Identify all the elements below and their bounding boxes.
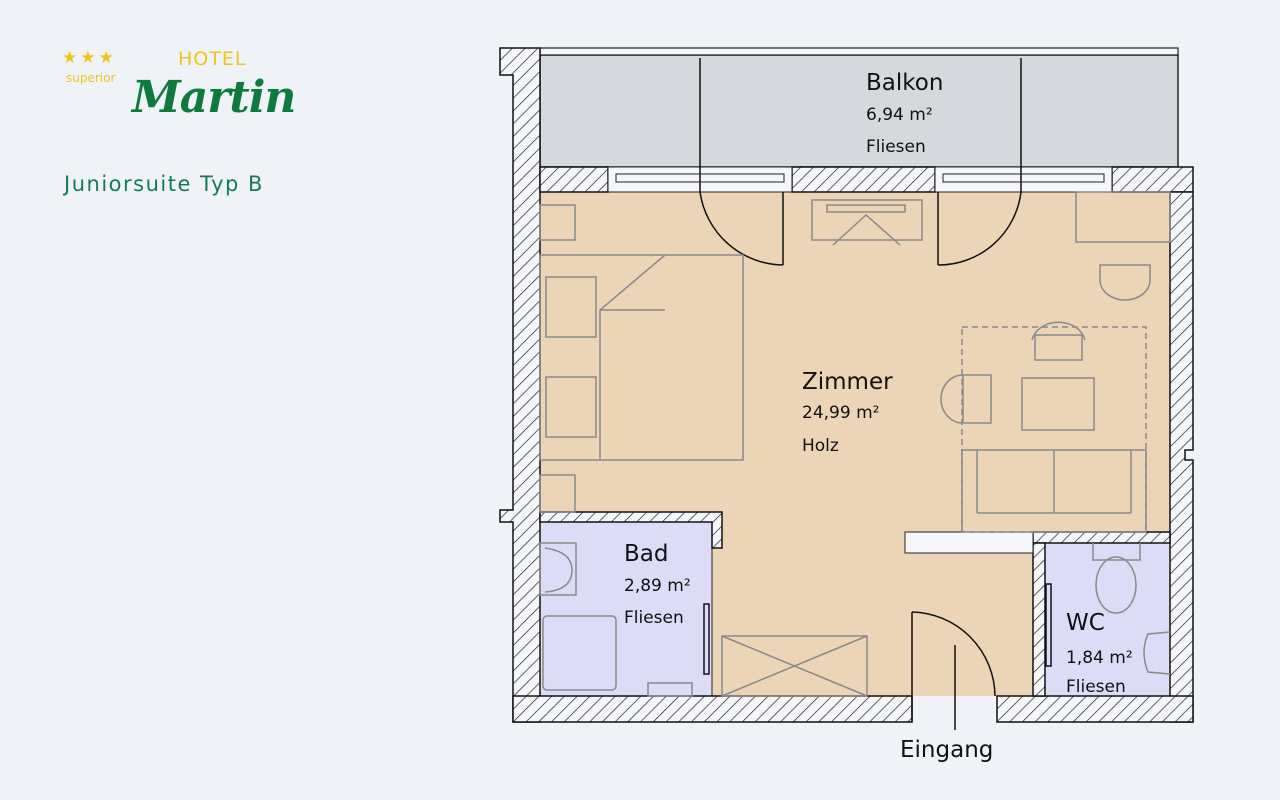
walls: [499, 47, 1194, 723]
zimmer-area: 24,99 m²: [802, 403, 879, 423]
balkon-area: 6,94 m²: [866, 105, 933, 125]
wc-name: WC: [1066, 610, 1105, 636]
balcony-floor: [539, 54, 1179, 168]
wc-floor: [1044, 542, 1171, 697]
logo-superior: superior: [66, 71, 116, 85]
doors: [699, 58, 1052, 730]
bad-area: 2,89 m²: [624, 576, 691, 596]
page-title: Juniorsuite Typ B: [64, 172, 264, 196]
logo-stars: ★★★: [62, 48, 117, 68]
wc-floor: Fliesen: [1066, 677, 1126, 697]
logo-hotel: HOTEL: [178, 48, 247, 70]
wc-area: 1,84 m²: [1066, 648, 1133, 668]
balkon-floor: Fliesen: [866, 137, 926, 157]
hotel-logo[interactable]: ★★★ superior HOTEL Martin: [60, 50, 300, 125]
bath-floor: [539, 521, 713, 697]
entrance-label: Eingang: [900, 737, 993, 763]
bad-name: Bad: [624, 541, 668, 567]
furniture: [539, 191, 1171, 697]
balkon-name: Balkon: [866, 70, 943, 96]
zimmer-name: Zimmer: [802, 369, 893, 395]
logo-name: Martin: [132, 72, 296, 123]
bad-floor: Fliesen: [624, 608, 684, 628]
zimmer-floor: Holz: [802, 436, 839, 456]
balcony-rail: [539, 47, 1179, 56]
